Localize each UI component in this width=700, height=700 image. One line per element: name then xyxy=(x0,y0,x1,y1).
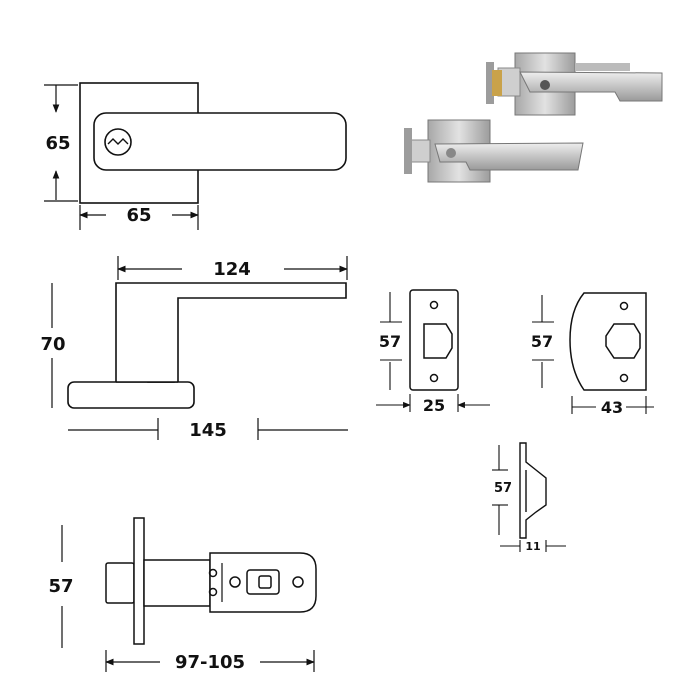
overall-length-label: 145 xyxy=(189,420,227,441)
strike-plate-round xyxy=(569,292,647,391)
strike-round-width-label: 43 xyxy=(601,398,623,417)
latch-bolt xyxy=(105,517,317,645)
strike-plate-square xyxy=(409,289,459,391)
lever-front xyxy=(93,112,347,171)
product-photo-top xyxy=(486,52,663,116)
lever-length-dimension xyxy=(117,256,348,280)
strike-side-height-dimension xyxy=(492,445,508,535)
latch-case xyxy=(209,552,317,613)
strike-round-height-label: 57 xyxy=(531,332,553,351)
strike-square-width-dimension xyxy=(376,394,490,412)
latch-height-label: 57 xyxy=(48,576,73,597)
strike-round-height-dimension xyxy=(532,295,554,388)
latch-faceplate xyxy=(133,517,145,645)
latch-bolt-head xyxy=(105,562,135,604)
strike-round-width-dimension xyxy=(571,396,654,414)
rose-height-dimension xyxy=(44,84,78,202)
strike-side-height-label: 57 xyxy=(494,481,512,496)
side-view xyxy=(67,282,347,409)
latch-backset-label: 97-105 xyxy=(175,652,245,673)
rose-width-label: 65 xyxy=(126,205,151,226)
rose-width-dimension xyxy=(79,205,199,230)
strike-side-depth-label: 11 xyxy=(525,540,540,553)
rose-height-label: 65 xyxy=(45,133,70,154)
overall-height-label: 70 xyxy=(40,334,65,355)
lever-side xyxy=(115,282,347,382)
strike-square-height-dimension xyxy=(380,292,402,390)
product-photo-bottom xyxy=(404,119,584,183)
strike-square-width-label: 25 xyxy=(423,396,445,415)
rose-plate-side xyxy=(67,381,195,409)
latch-tube xyxy=(143,559,211,607)
overall-length-dimension xyxy=(68,418,348,440)
strike-side-profile xyxy=(519,442,547,539)
thumbturn-icon xyxy=(104,128,132,156)
latch-backset-dimension xyxy=(105,650,315,672)
front-view xyxy=(79,82,347,204)
strike-side-depth-dimension xyxy=(500,540,566,552)
strike-square-height-label: 57 xyxy=(379,332,401,351)
lever-length-label: 124 xyxy=(213,259,251,280)
